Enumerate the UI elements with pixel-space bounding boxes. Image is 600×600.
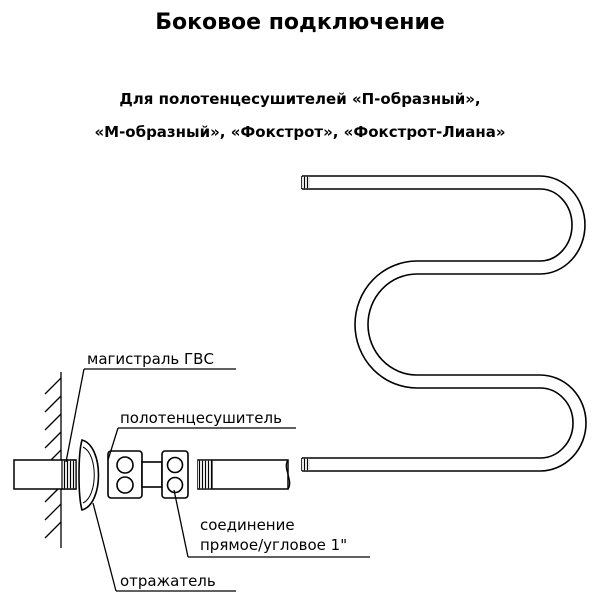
label-connection-line1: соединение bbox=[200, 516, 295, 534]
label-reflector: отражатель bbox=[120, 572, 216, 590]
label-hot-water-main: магистраль ГВС bbox=[87, 350, 214, 368]
subtitle-line-1: Для полотенцесушителей «П-образный», bbox=[119, 90, 481, 108]
break-mark bbox=[285, 459, 291, 490]
towel-dryer-shape bbox=[301, 175, 587, 472]
hot-water-pipe bbox=[13, 459, 77, 490]
leader-lines bbox=[65, 368, 370, 592]
reflector-shape bbox=[78, 439, 100, 511]
page-title: Боковое подключение bbox=[155, 10, 445, 35]
thread-end-top bbox=[302, 176, 310, 189]
label-towel-dryer: полотенцесушитель bbox=[120, 409, 282, 427]
thread-end-bottom bbox=[302, 458, 310, 471]
towel-dryer-pipe-end bbox=[197, 459, 289, 490]
label-connection-line2: прямое/угловое 1" bbox=[200, 536, 347, 554]
connector-fitting bbox=[107, 450, 189, 499]
subtitle-line-2: «М-образный», «Фокстрот», «Фокстрот-Лиан… bbox=[94, 123, 506, 141]
